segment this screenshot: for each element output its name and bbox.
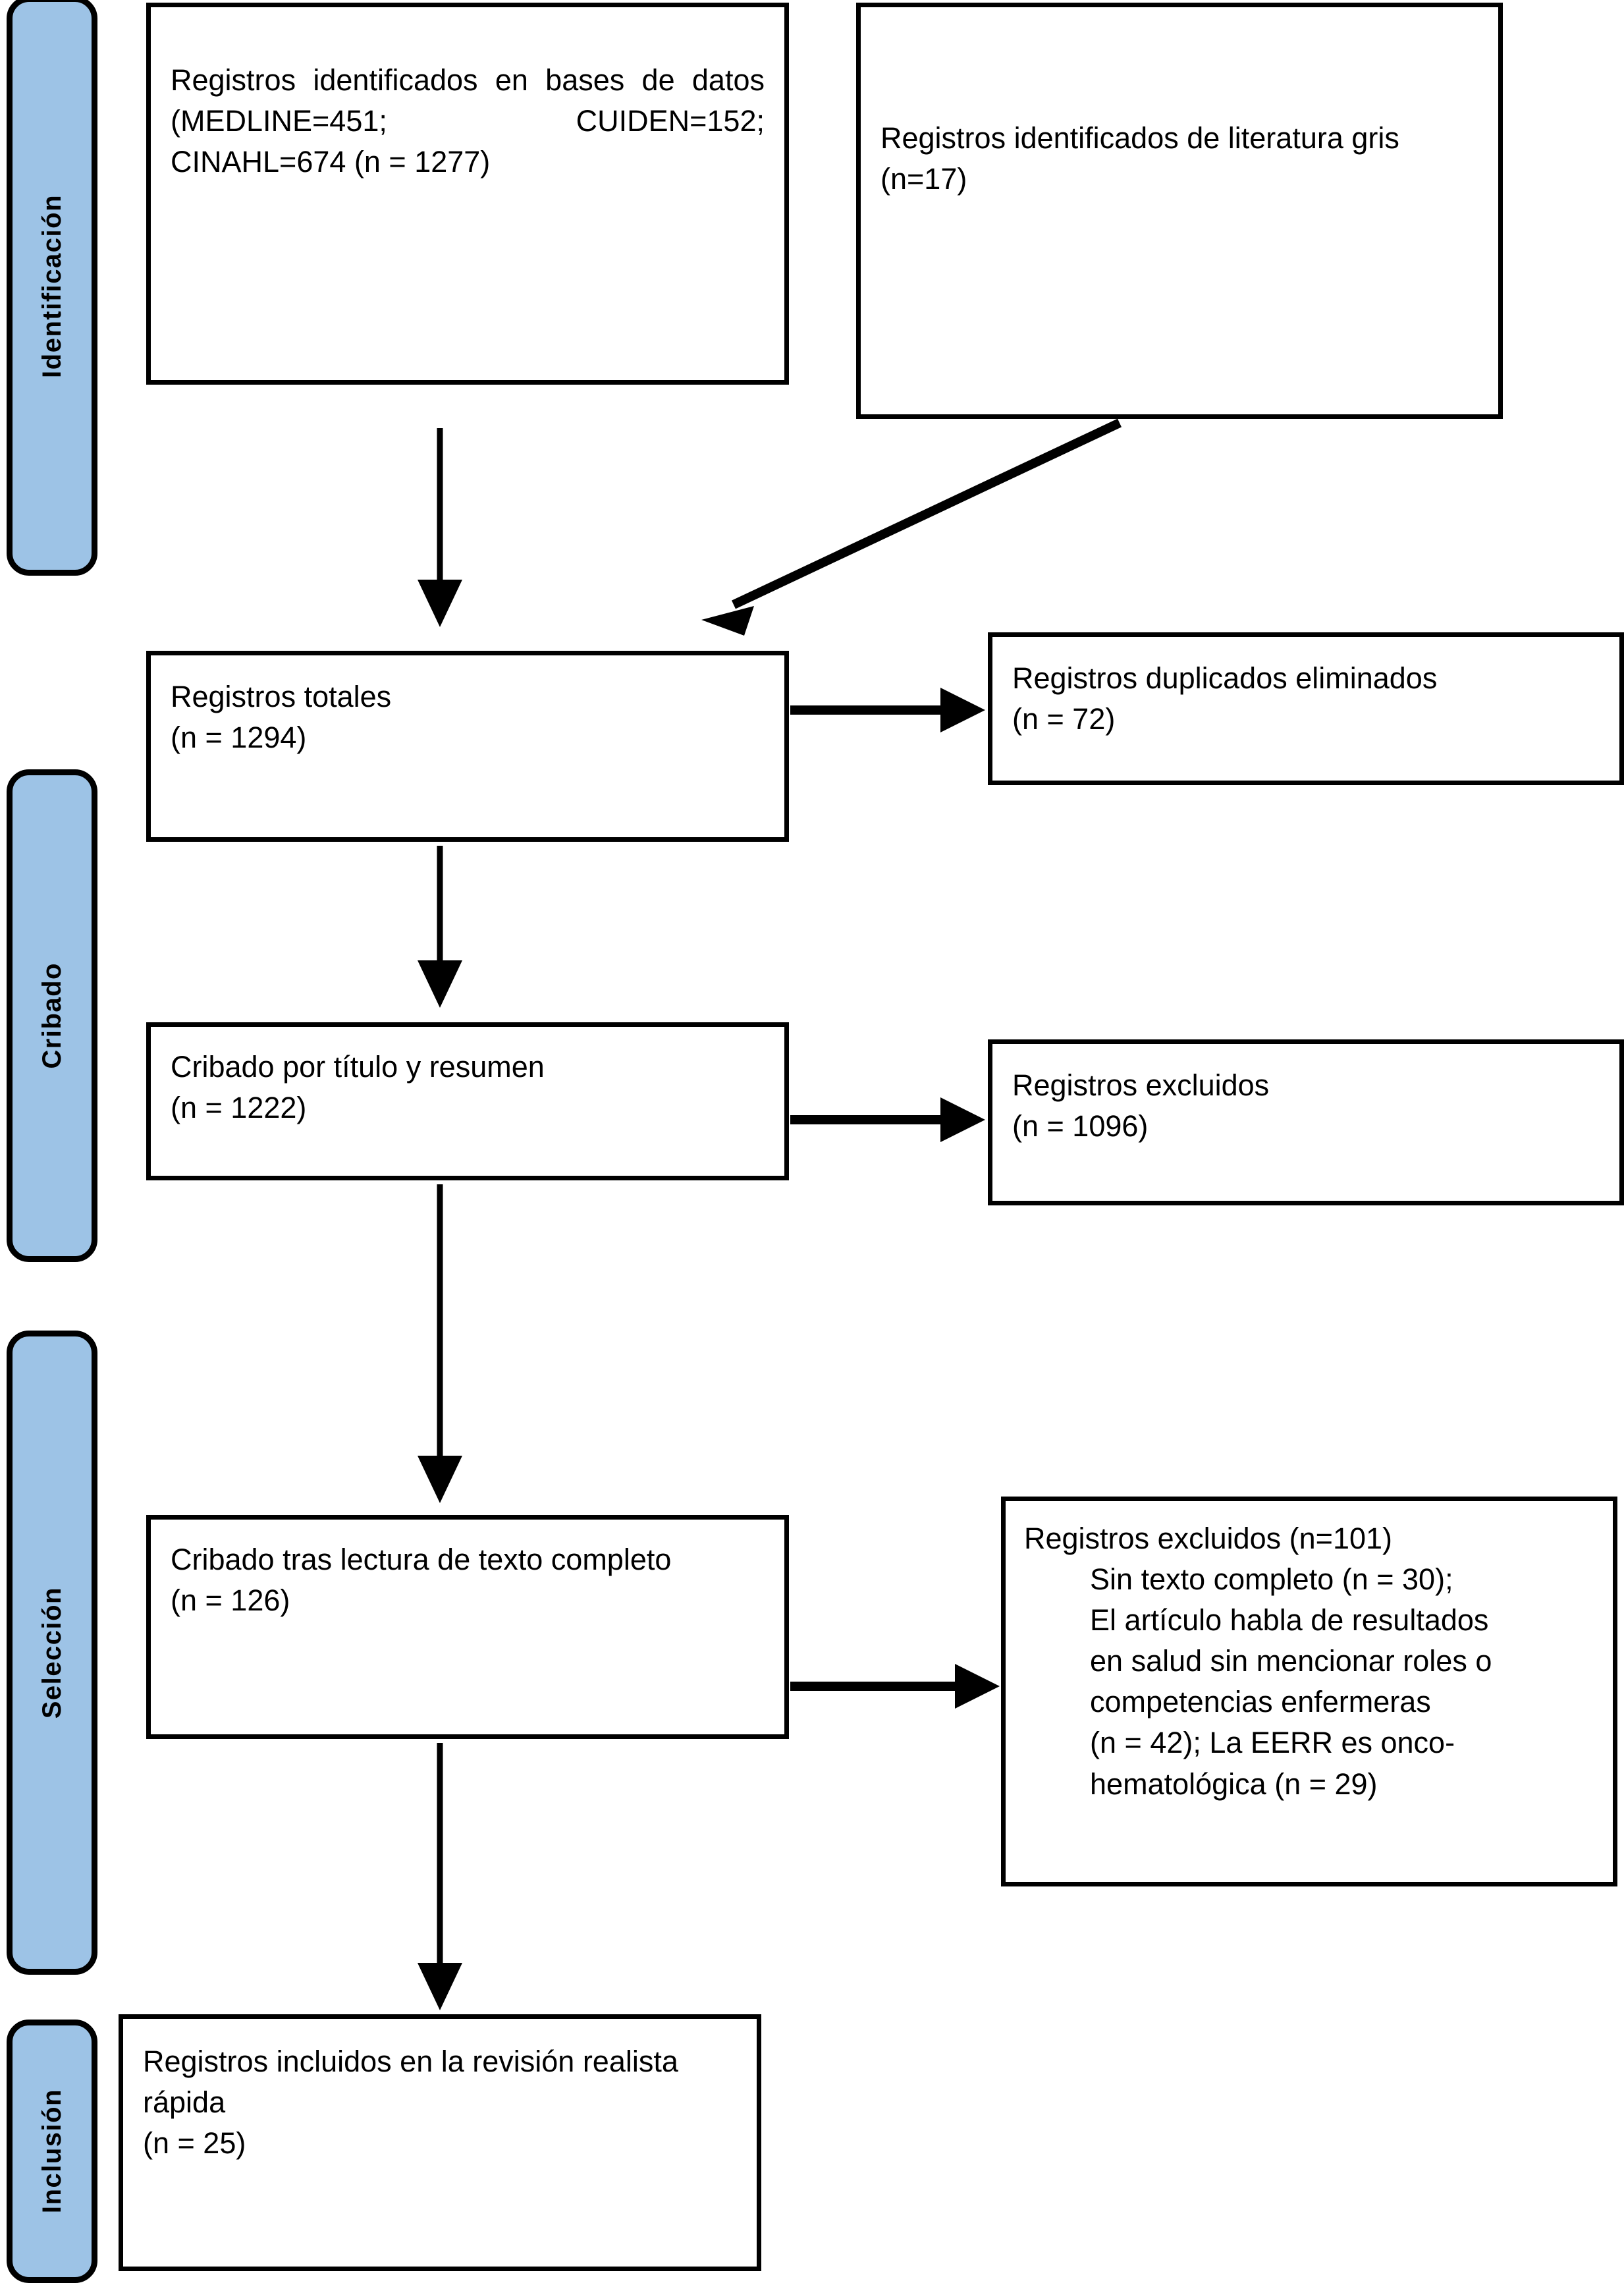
box-grey-literature: Registros identificados de literatura gr…: [856, 3, 1503, 419]
box-included-records: Registros incluidos en la revisión reali…: [119, 2014, 761, 2271]
arrow-total-to-duplicates: [790, 688, 985, 732]
box-grey-literature-text: Registros identificados de literatura gr…: [880, 121, 1408, 196]
box-records-excluded-screening-text: Registros excluidos (n = 1096): [1012, 1068, 1270, 1143]
phase-bar-identificacion: Identificación: [7, 0, 97, 576]
arrow-fulltext-to-excluded: [790, 1664, 1000, 1709]
box-database-records: Registros identificados en bases de dato…: [146, 3, 789, 385]
box-records-excluded-fulltext-text: Registros excluidos (n=101) Sin texto co…: [1024, 1522, 1492, 1801]
phase-bar-seleccion: Selección: [7, 1331, 97, 1975]
box-database-records-text: Registros identificados en bases de dato…: [171, 63, 773, 179]
box-duplicates-removed-text: Registros duplicados eliminados (n = 72): [1012, 661, 1438, 736]
box-fulltext-screening: Cribado tras lectura de texto completo (…: [146, 1515, 789, 1739]
arrow-grey-to-total: [701, 418, 1122, 636]
arrow-fulltext-to-included: [418, 1743, 462, 2010]
box-fulltext-screening-text: Cribado tras lectura de texto completo (…: [171, 1543, 672, 1618]
arrow-total-to-screening: [418, 846, 462, 1008]
arrow-screening-to-excluded: [790, 1097, 985, 1142]
box-records-excluded-fulltext: Registros excluidos (n=101) Sin texto co…: [1001, 1497, 1617, 1886]
box-records-excluded-screening: Registros excluidos (n = 1096): [988, 1039, 1624, 1205]
phase-bar-cribado: Cribado: [7, 769, 97, 1262]
box-duplicates-removed: Registros duplicados eliminados (n = 72): [988, 632, 1624, 785]
arrow-db-to-total: [418, 428, 462, 627]
box-title-abstract-screening: Cribado por título y resumen (n = 1222): [146, 1022, 789, 1180]
box-total-records: Registros totales (n = 1294): [146, 651, 789, 842]
phase-bar-inclusion: Inclusión: [7, 2020, 97, 2283]
arrow-screening-to-fulltext: [418, 1184, 462, 1503]
box-total-records-text: Registros totales (n = 1294): [171, 680, 392, 755]
box-included-records-text: Registros incluidos en la revisión reali…: [143, 2045, 678, 2160]
box-title-abstract-screening-text: Cribado por título y resumen (n = 1222): [171, 1050, 545, 1125]
